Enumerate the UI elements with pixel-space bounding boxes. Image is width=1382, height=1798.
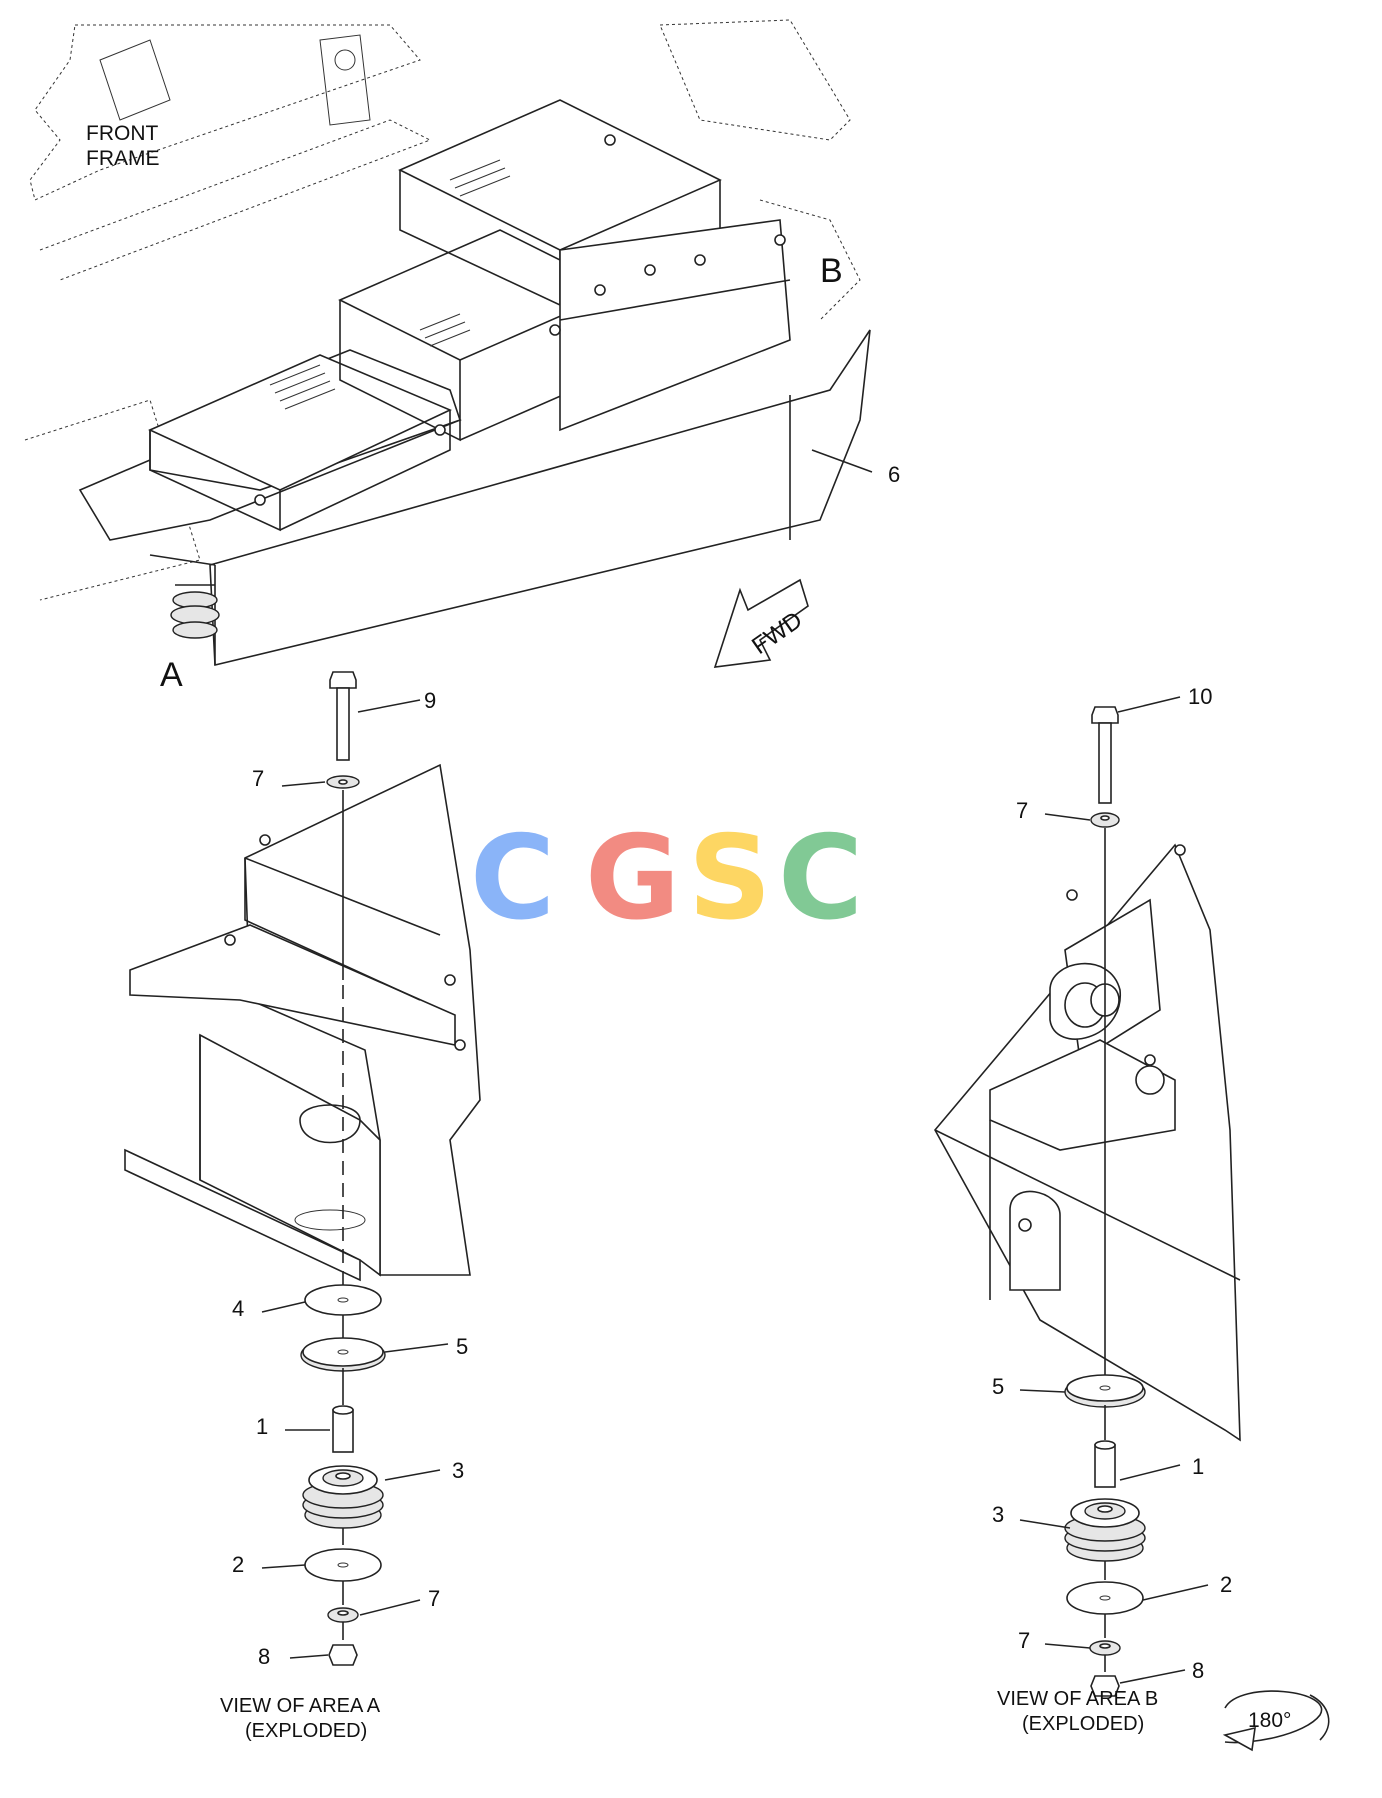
callout-5-a: 5 <box>456 1334 468 1359</box>
watermark-logo: C G S C <box>470 811 863 946</box>
console-assembly <box>78 99 871 667</box>
callout-4: 4 <box>232 1296 244 1321</box>
bolts <box>254 134 786 506</box>
callout-8-b: 8 <box>1192 1658 1204 1683</box>
callout-7-a-top: 7 <box>252 766 264 791</box>
callout-9: 9 <box>424 688 436 713</box>
view-a-callouts: 9 7 4 5 1 3 2 7 8 <box>232 688 468 1669</box>
watermark-letter-g: G <box>585 811 680 946</box>
view-b-caption-2: (EXPLODED) <box>1022 1713 1144 1735</box>
callout-5-b: 5 <box>992 1374 1004 1399</box>
callout-1-a: 1 <box>256 1414 268 1439</box>
area-a-label: A <box>160 656 183 694</box>
callout-7-b-top: 7 <box>1016 798 1028 823</box>
callout-7-b-bottom: 7 <box>1018 1628 1030 1653</box>
front-frame-label: FRONT <box>86 122 158 145</box>
view-b-callouts: 10 7 5 1 3 2 7 8 <box>992 684 1232 1684</box>
mount-a-top <box>170 584 220 639</box>
callout-3-a: 3 <box>452 1458 464 1483</box>
watermark-letter-c-2: C <box>778 811 863 946</box>
callout-1-b: 1 <box>1192 1454 1204 1479</box>
watermark-letter-c: C <box>470 811 555 946</box>
view-a-structure <box>124 763 481 1282</box>
front-frame-label-2: FRAME <box>86 147 160 170</box>
callout-3-b: 3 <box>992 1502 1004 1527</box>
view-b-caption: VIEW OF AREA B <box>997 1688 1158 1710</box>
view-a-caption: VIEW OF AREA A <box>220 1695 381 1717</box>
view-b-stack <box>1064 706 1146 1697</box>
rotation-arrow-icon <box>1222 1690 1330 1752</box>
view-a-caption-2: (EXPLODED) <box>245 1720 367 1742</box>
vent-grid <box>269 159 511 410</box>
watermark-letter-s: S <box>688 811 772 946</box>
view-a-stack <box>300 671 386 1666</box>
area-b-label: B <box>820 252 843 290</box>
rotation-label: 180° <box>1248 1709 1291 1732</box>
leader-6 <box>811 449 873 473</box>
callout-10: 10 <box>1188 684 1212 709</box>
fwd-arrow: FWD <box>713 578 809 668</box>
callout-7-a-bottom: 7 <box>428 1586 440 1611</box>
view-b-structure <box>934 843 1241 1442</box>
callout-2-b: 2 <box>1220 1572 1232 1597</box>
callout-6: 6 <box>888 462 900 487</box>
callout-2-a: 2 <box>232 1552 244 1577</box>
front-frame-outline <box>24 19 861 601</box>
callout-8-a: 8 <box>258 1644 270 1669</box>
